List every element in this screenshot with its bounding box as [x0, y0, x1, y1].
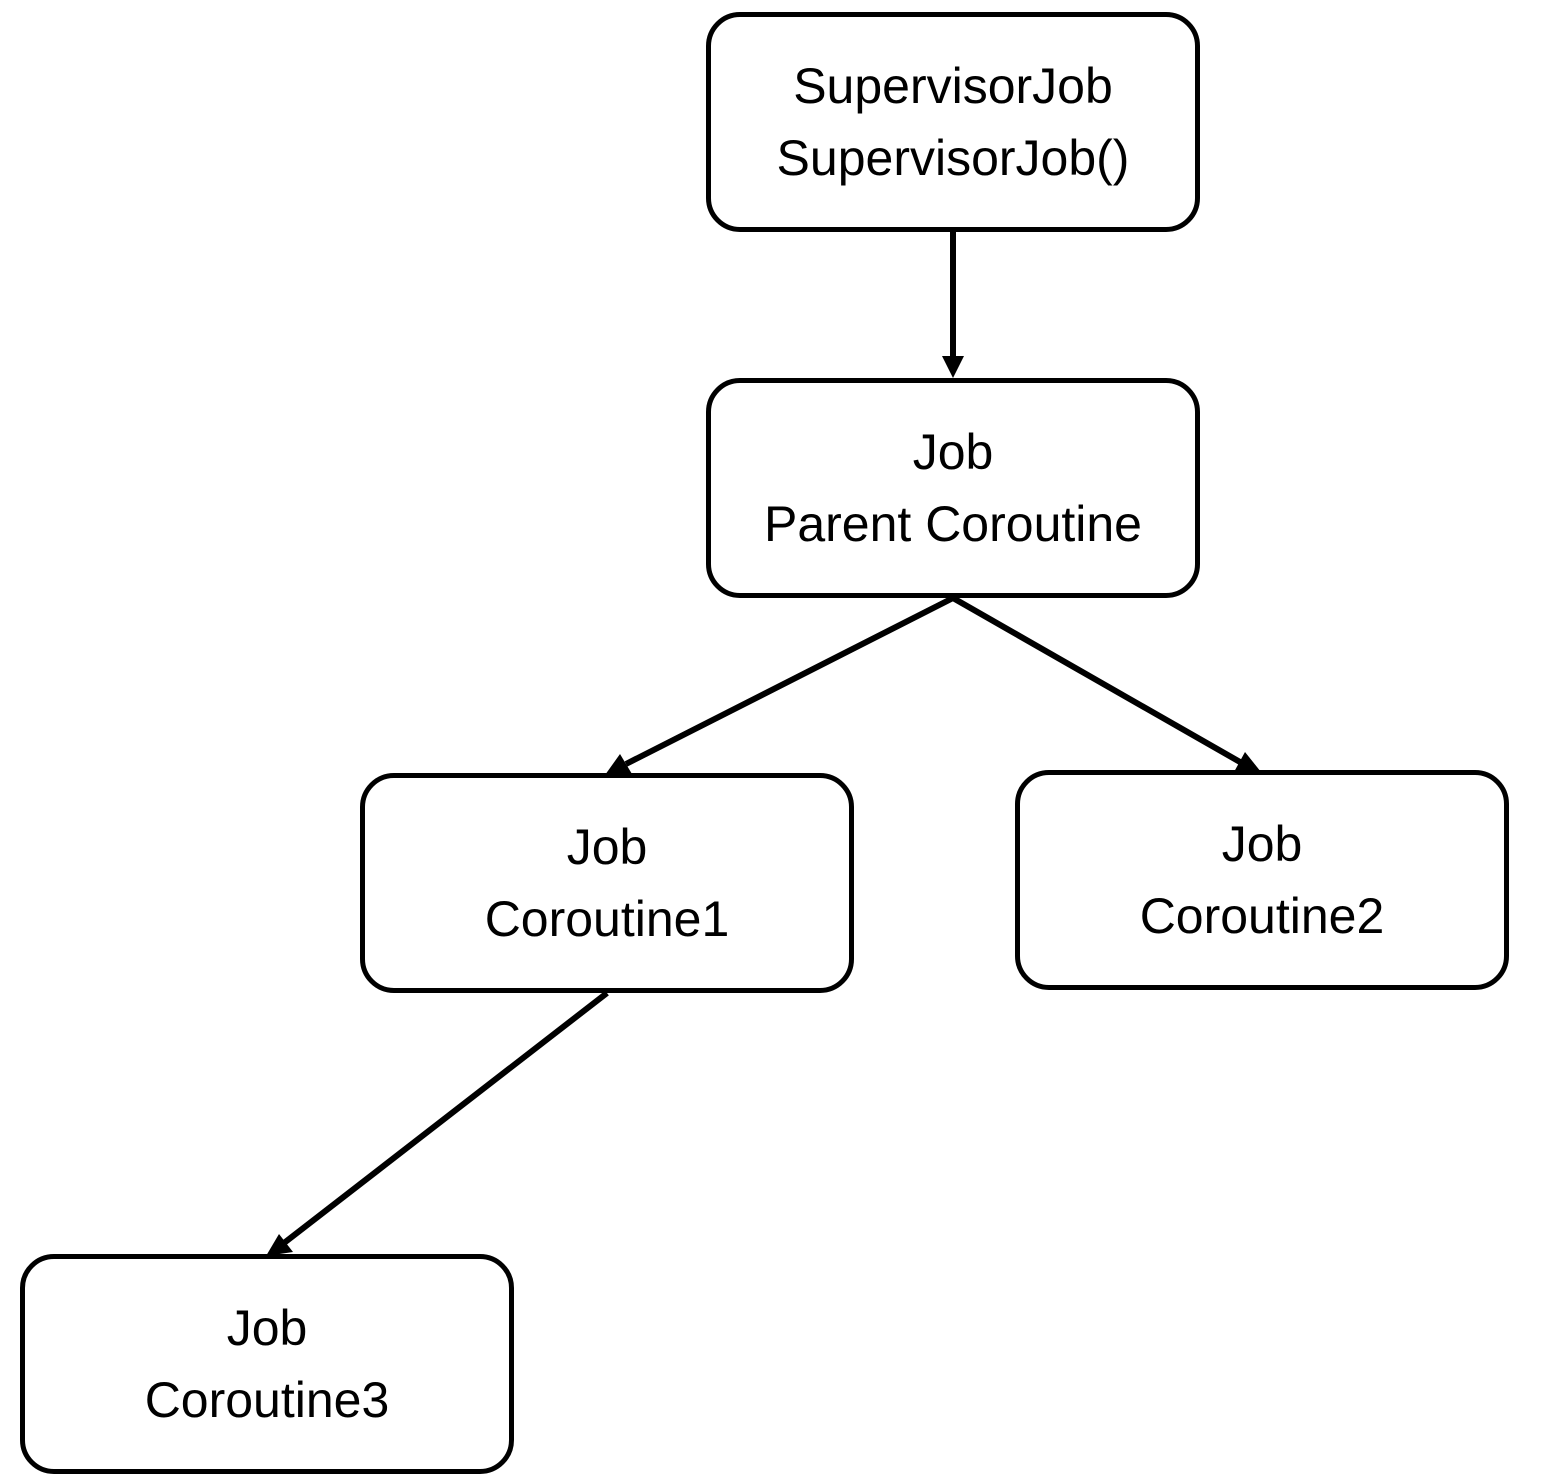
node-coroutine1-label: Coroutine1	[484, 891, 730, 947]
node-coroutine2-label: Coroutine2	[1139, 888, 1385, 944]
node-parent-label: Parent Coroutine	[763, 496, 1142, 552]
node-supervisor-type: SupervisorJob	[793, 58, 1113, 114]
node-coroutine2: Job Coroutine2	[1015, 770, 1509, 990]
edge-parent-to-coroutine2	[951, 595, 1242, 765]
edge-parent-to-coroutine1	[624, 595, 955, 767]
arrowhead-coroutine3-icon	[266, 1234, 293, 1256]
node-parent-type: Job	[912, 424, 994, 480]
node-coroutine1: Job Coroutine1	[360, 773, 854, 993]
node-coroutine3-type: Job	[226, 1300, 308, 1356]
node-coroutine3: Job Coroutine3	[20, 1254, 514, 1474]
node-supervisor-label: SupervisorJob()	[776, 130, 1130, 186]
node-coroutine2-type: Job	[1221, 816, 1303, 872]
node-coroutine3-label: Coroutine3	[144, 1372, 390, 1428]
arrowhead-parent-icon	[942, 356, 964, 378]
node-supervisor-job: SupervisorJob SupervisorJob()	[706, 12, 1200, 232]
node-coroutine1-type: Job	[566, 819, 648, 875]
arrowhead-coroutine1-icon	[605, 754, 632, 775]
node-parent-coroutine: Job Parent Coroutine	[706, 378, 1200, 598]
arrowhead-coroutine2-icon	[1234, 752, 1261, 772]
edge-coroutine1-to-coroutine3	[282, 990, 609, 1246]
